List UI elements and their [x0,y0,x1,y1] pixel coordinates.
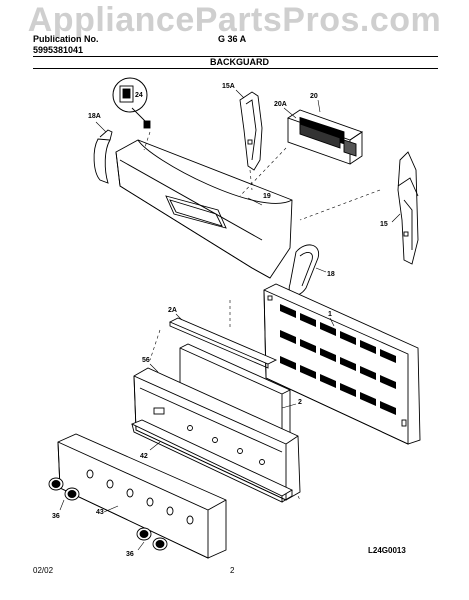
part-2a-strip [168,313,278,369]
publication-number: 5995381041 [33,45,84,55]
callout-18: 18 [327,271,335,278]
part-15-bracket [391,151,419,265]
callout-20: 20 [310,93,318,100]
footer-date: 02/02 [33,566,54,575]
model-number: G 36 A [218,34,247,44]
callout-56: 56 [142,357,150,364]
section-title: BACKGUARD [210,57,269,67]
part-18a-end-cap [93,121,113,184]
alignment-lines [143,131,381,501]
callout-2a: 2A [168,307,177,314]
callout-42: 42 [140,453,148,460]
part-19-backguard-panel [115,139,293,279]
drawing-code: L24G0013 [368,546,406,555]
callout-36-left: 36 [52,513,60,520]
publication-label: Publication No. [33,34,99,44]
watermark: AppliancePartsPros.com [27,1,442,39]
part-36-knobs [48,477,168,551]
callout-1: 1 [328,311,332,318]
part-42-trim [130,419,293,503]
callout-36-right: 36 [126,551,134,558]
page-number: 2 [230,566,235,575]
callout-2: 2 [298,399,302,406]
header-rule-bottom [33,68,438,69]
callout-20a: 20A [274,101,287,108]
part-18-end-cap [288,244,327,296]
callout-18a: 18A [88,113,101,120]
callout-15a: 15A [222,83,235,90]
callout-43: 43 [96,509,104,516]
callout-19: 19 [263,193,271,200]
part-20-clock-control [283,99,363,165]
callout-24: 24 [135,92,143,99]
header-rule-top [33,56,438,57]
part-1-rear-panel [263,283,421,445]
part-56-control-frame [133,363,301,501]
part-43-control-panel [57,433,227,559]
part-24-switch [112,77,151,129]
callout-15: 15 [380,221,388,228]
part-15a-bracket [235,89,263,171]
